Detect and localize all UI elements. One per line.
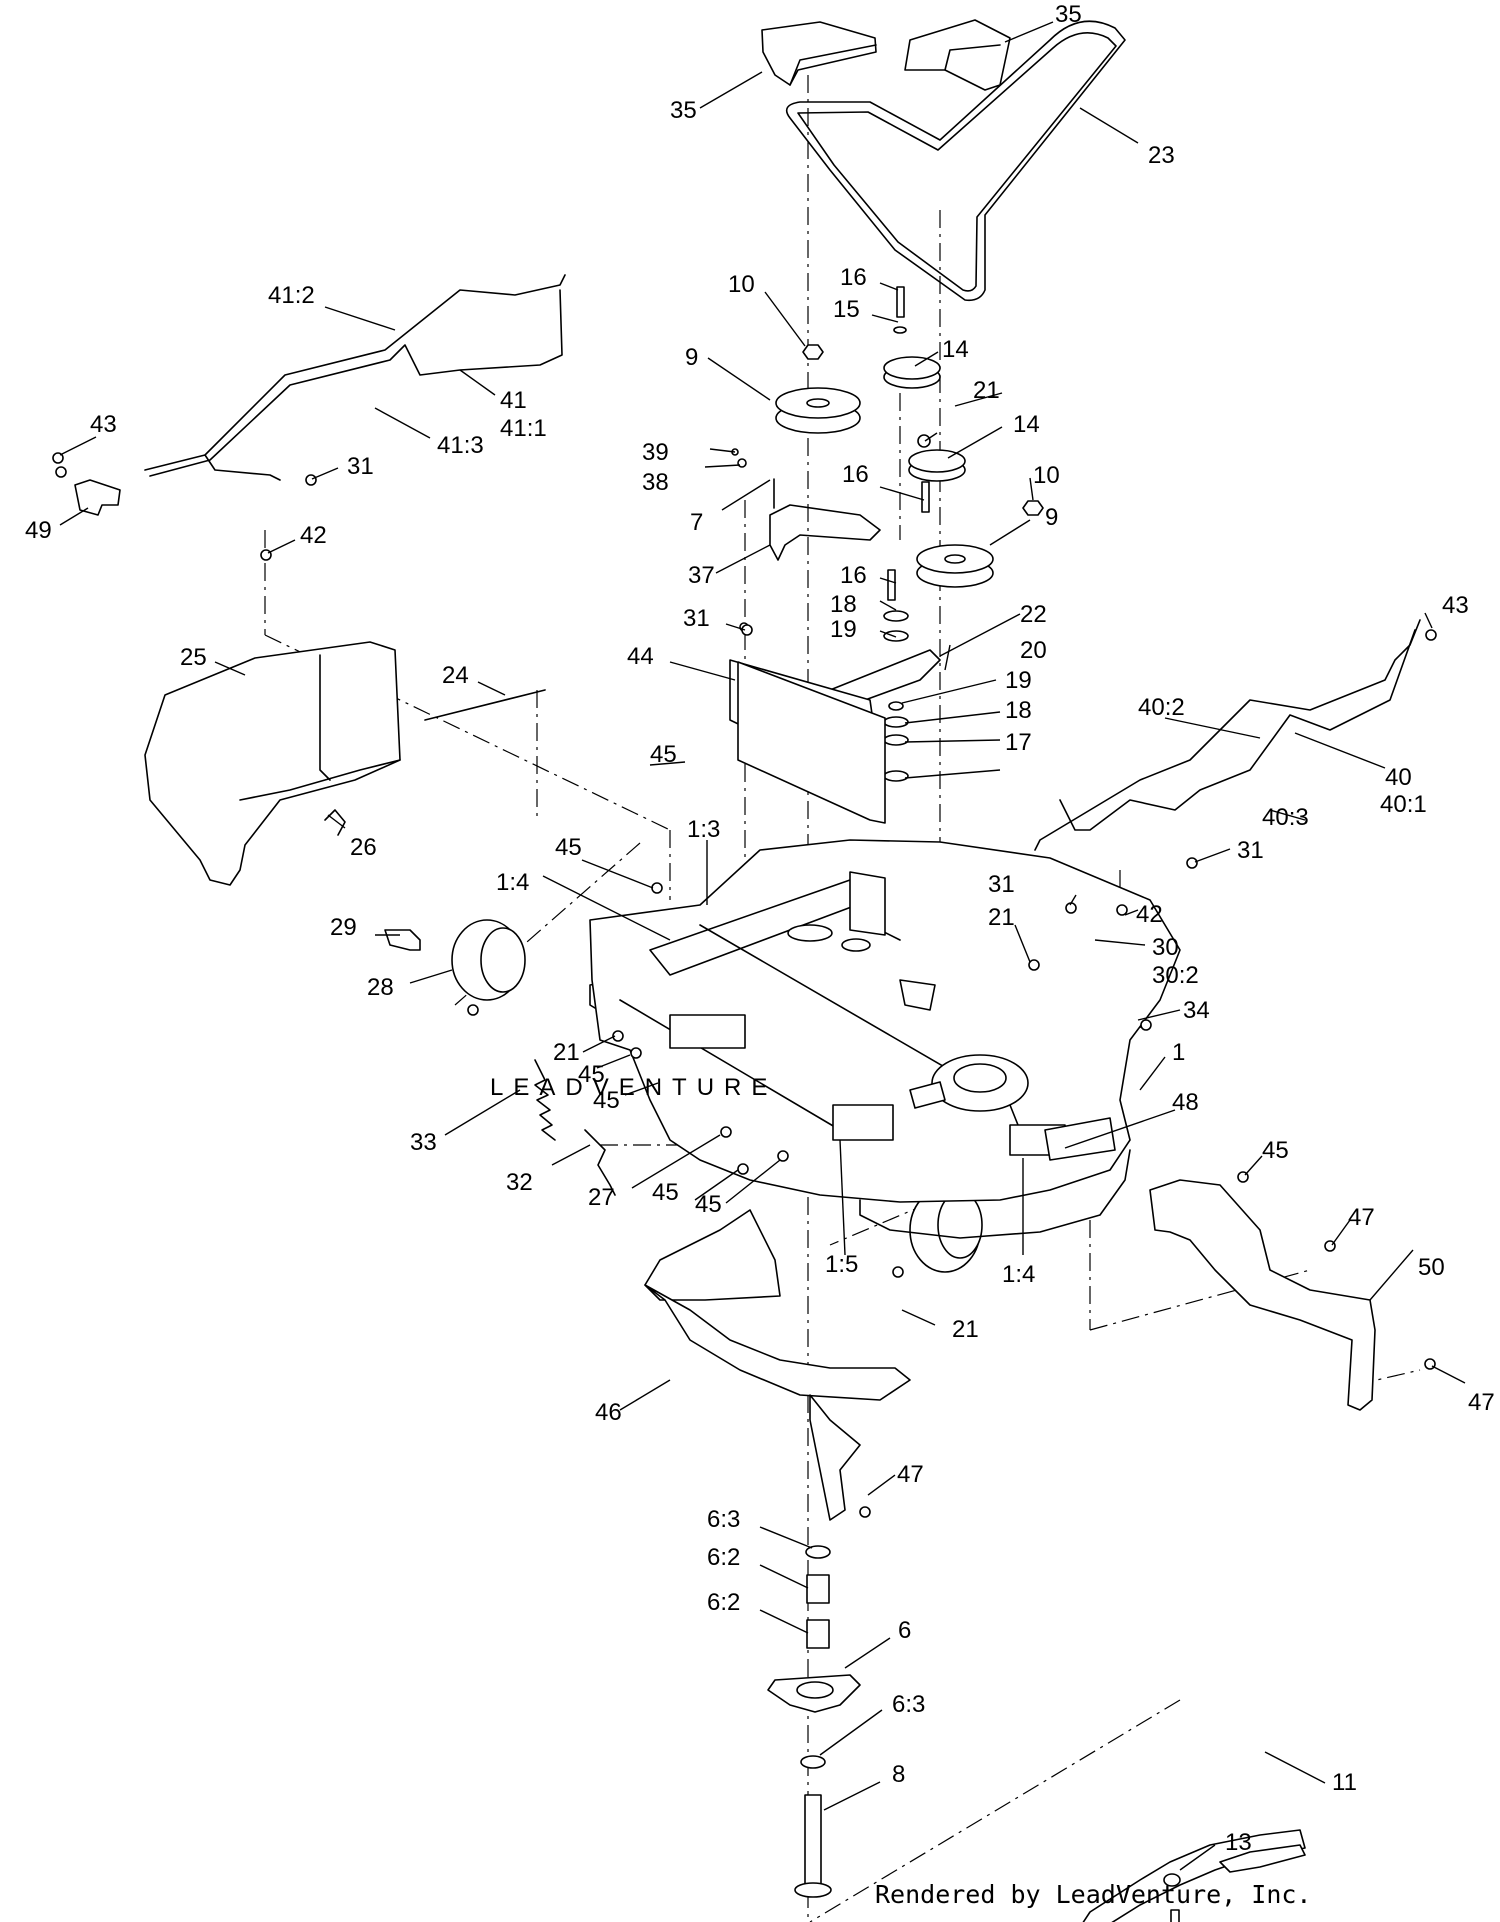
callout-label: 41 bbox=[500, 387, 527, 414]
callout-label: 45 bbox=[652, 1179, 679, 1206]
callout-label: 26 bbox=[350, 834, 377, 861]
callout-label: 40:2 bbox=[1138, 694, 1185, 721]
mower-deck bbox=[589, 839, 1181, 1239]
callout-label: 13 bbox=[1225, 1829, 1252, 1856]
callout-label: 45 bbox=[593, 1087, 620, 1114]
callout-label: 6:2 bbox=[707, 1544, 740, 1571]
callout-label: 19 bbox=[1005, 667, 1032, 694]
callout-label: 31 bbox=[1237, 837, 1264, 864]
callout-label: 46 bbox=[595, 1399, 622, 1426]
cables bbox=[144, 274, 1421, 851]
drive-belt bbox=[785, 20, 1126, 302]
callout-label: 18 bbox=[1005, 697, 1032, 724]
callout-label: 31 bbox=[683, 605, 710, 632]
credit-footer: Rendered by LeadVenture, Inc. bbox=[875, 1880, 1312, 1909]
callout-label: 24 bbox=[442, 662, 469, 689]
callout-label: 21 bbox=[553, 1039, 580, 1066]
callout-label: 6:3 bbox=[892, 1691, 925, 1718]
callout-label: 45 bbox=[555, 834, 582, 861]
callout-label: 22 bbox=[1020, 601, 1047, 628]
callout-label: 47 bbox=[1468, 1389, 1495, 1416]
callout-label: 34 bbox=[1183, 997, 1210, 1024]
callout-label: 45 bbox=[578, 1061, 605, 1088]
callout-label: 45 bbox=[695, 1191, 722, 1218]
callout-label: 25 bbox=[180, 644, 207, 671]
callout-label: 35 bbox=[1055, 1, 1082, 28]
callout-label: 40:1 bbox=[1380, 791, 1427, 818]
callout-label: 10 bbox=[1033, 462, 1060, 489]
callout-label: 28 bbox=[367, 974, 394, 1001]
callout-label: 45 bbox=[1262, 1137, 1289, 1164]
callout-label: 21 bbox=[952, 1316, 979, 1343]
callout-label: 42 bbox=[1136, 901, 1163, 928]
callout-label: 31 bbox=[988, 871, 1015, 898]
callout-labels: 35 35 23 16 15 10 14 9 21 14 10 9 16 39 … bbox=[25, 1, 1495, 1856]
callout-label: 47 bbox=[897, 1461, 924, 1488]
callout-label: 6 bbox=[898, 1617, 911, 1644]
callout-label: 10 bbox=[728, 271, 755, 298]
callout-label: 42 bbox=[300, 522, 327, 549]
callout-label: 45 bbox=[650, 741, 677, 768]
callout-label: 1:4 bbox=[1002, 1261, 1035, 1288]
springs bbox=[324, 809, 616, 1196]
callout-label: 27 bbox=[588, 1184, 615, 1211]
callout-label: 41:1 bbox=[500, 415, 547, 442]
spindle bbox=[767, 1545, 861, 1898]
callout-label: 41:2 bbox=[268, 282, 315, 309]
discharge-chute bbox=[144, 641, 401, 886]
callout-label: 17 bbox=[1005, 729, 1032, 756]
baffles bbox=[644, 1179, 1376, 1521]
callout-label: 35 bbox=[670, 97, 697, 124]
callout-label: 47 bbox=[1348, 1204, 1375, 1231]
callout-label: 1:5 bbox=[825, 1251, 858, 1278]
callout-label: 29 bbox=[330, 914, 357, 941]
callout-label: 41:3 bbox=[437, 432, 484, 459]
callout-label: 15 bbox=[833, 296, 860, 323]
callout-label: 39 bbox=[642, 439, 669, 466]
callout-label: 32 bbox=[506, 1169, 533, 1196]
callout-label: 48 bbox=[1172, 1089, 1199, 1116]
callout-label: 9 bbox=[1045, 504, 1058, 531]
callout-label: 16 bbox=[840, 562, 867, 589]
callout-label: 16 bbox=[840, 264, 867, 291]
callout-label: 33 bbox=[410, 1129, 437, 1156]
callout-label: 37 bbox=[688, 562, 715, 589]
belt-covers bbox=[761, 19, 1011, 91]
callout-label: 31 bbox=[347, 453, 374, 480]
callout-label: 40:3 bbox=[1262, 804, 1309, 831]
callout-label: 43 bbox=[1442, 592, 1469, 619]
callout-label: 18 bbox=[830, 591, 857, 618]
callout-label: 1:4 bbox=[496, 869, 529, 896]
callout-label: 30 bbox=[1152, 934, 1179, 961]
callout-label: 14 bbox=[1013, 411, 1040, 438]
callout-label: 43 bbox=[90, 411, 117, 438]
callout-label: 21 bbox=[988, 904, 1015, 931]
callout-label: 30:2 bbox=[1152, 962, 1199, 989]
leader-lines bbox=[59, 21, 1466, 1871]
callout-label: 19 bbox=[830, 616, 857, 643]
callout-label: 40 bbox=[1385, 764, 1412, 791]
callout-label: 38 bbox=[642, 469, 669, 496]
callout-label: 49 bbox=[25, 517, 52, 544]
callout-label: 44 bbox=[627, 643, 654, 670]
callout-label: 8 bbox=[892, 1761, 905, 1788]
callout-label: 6:3 bbox=[707, 1506, 740, 1533]
callout-label: 7 bbox=[690, 509, 703, 536]
callout-label: 6:2 bbox=[707, 1589, 740, 1616]
callout-label: 14 bbox=[942, 336, 969, 363]
callout-label: 21 bbox=[973, 377, 1000, 404]
callout-label: 1:3 bbox=[687, 816, 720, 843]
callout-label: 11 bbox=[1332, 1769, 1357, 1796]
callout-label: 50 bbox=[1418, 1254, 1445, 1281]
callout-label: 1 bbox=[1172, 1039, 1185, 1066]
watermark: LEADVENTURE bbox=[490, 1074, 777, 1101]
hardware bbox=[260, 474, 1436, 1518]
callout-label: 20 bbox=[1020, 637, 1047, 664]
callout-label: 9 bbox=[685, 344, 698, 371]
callout-label: 23 bbox=[1148, 142, 1175, 169]
callout-label: 16 bbox=[842, 461, 869, 488]
